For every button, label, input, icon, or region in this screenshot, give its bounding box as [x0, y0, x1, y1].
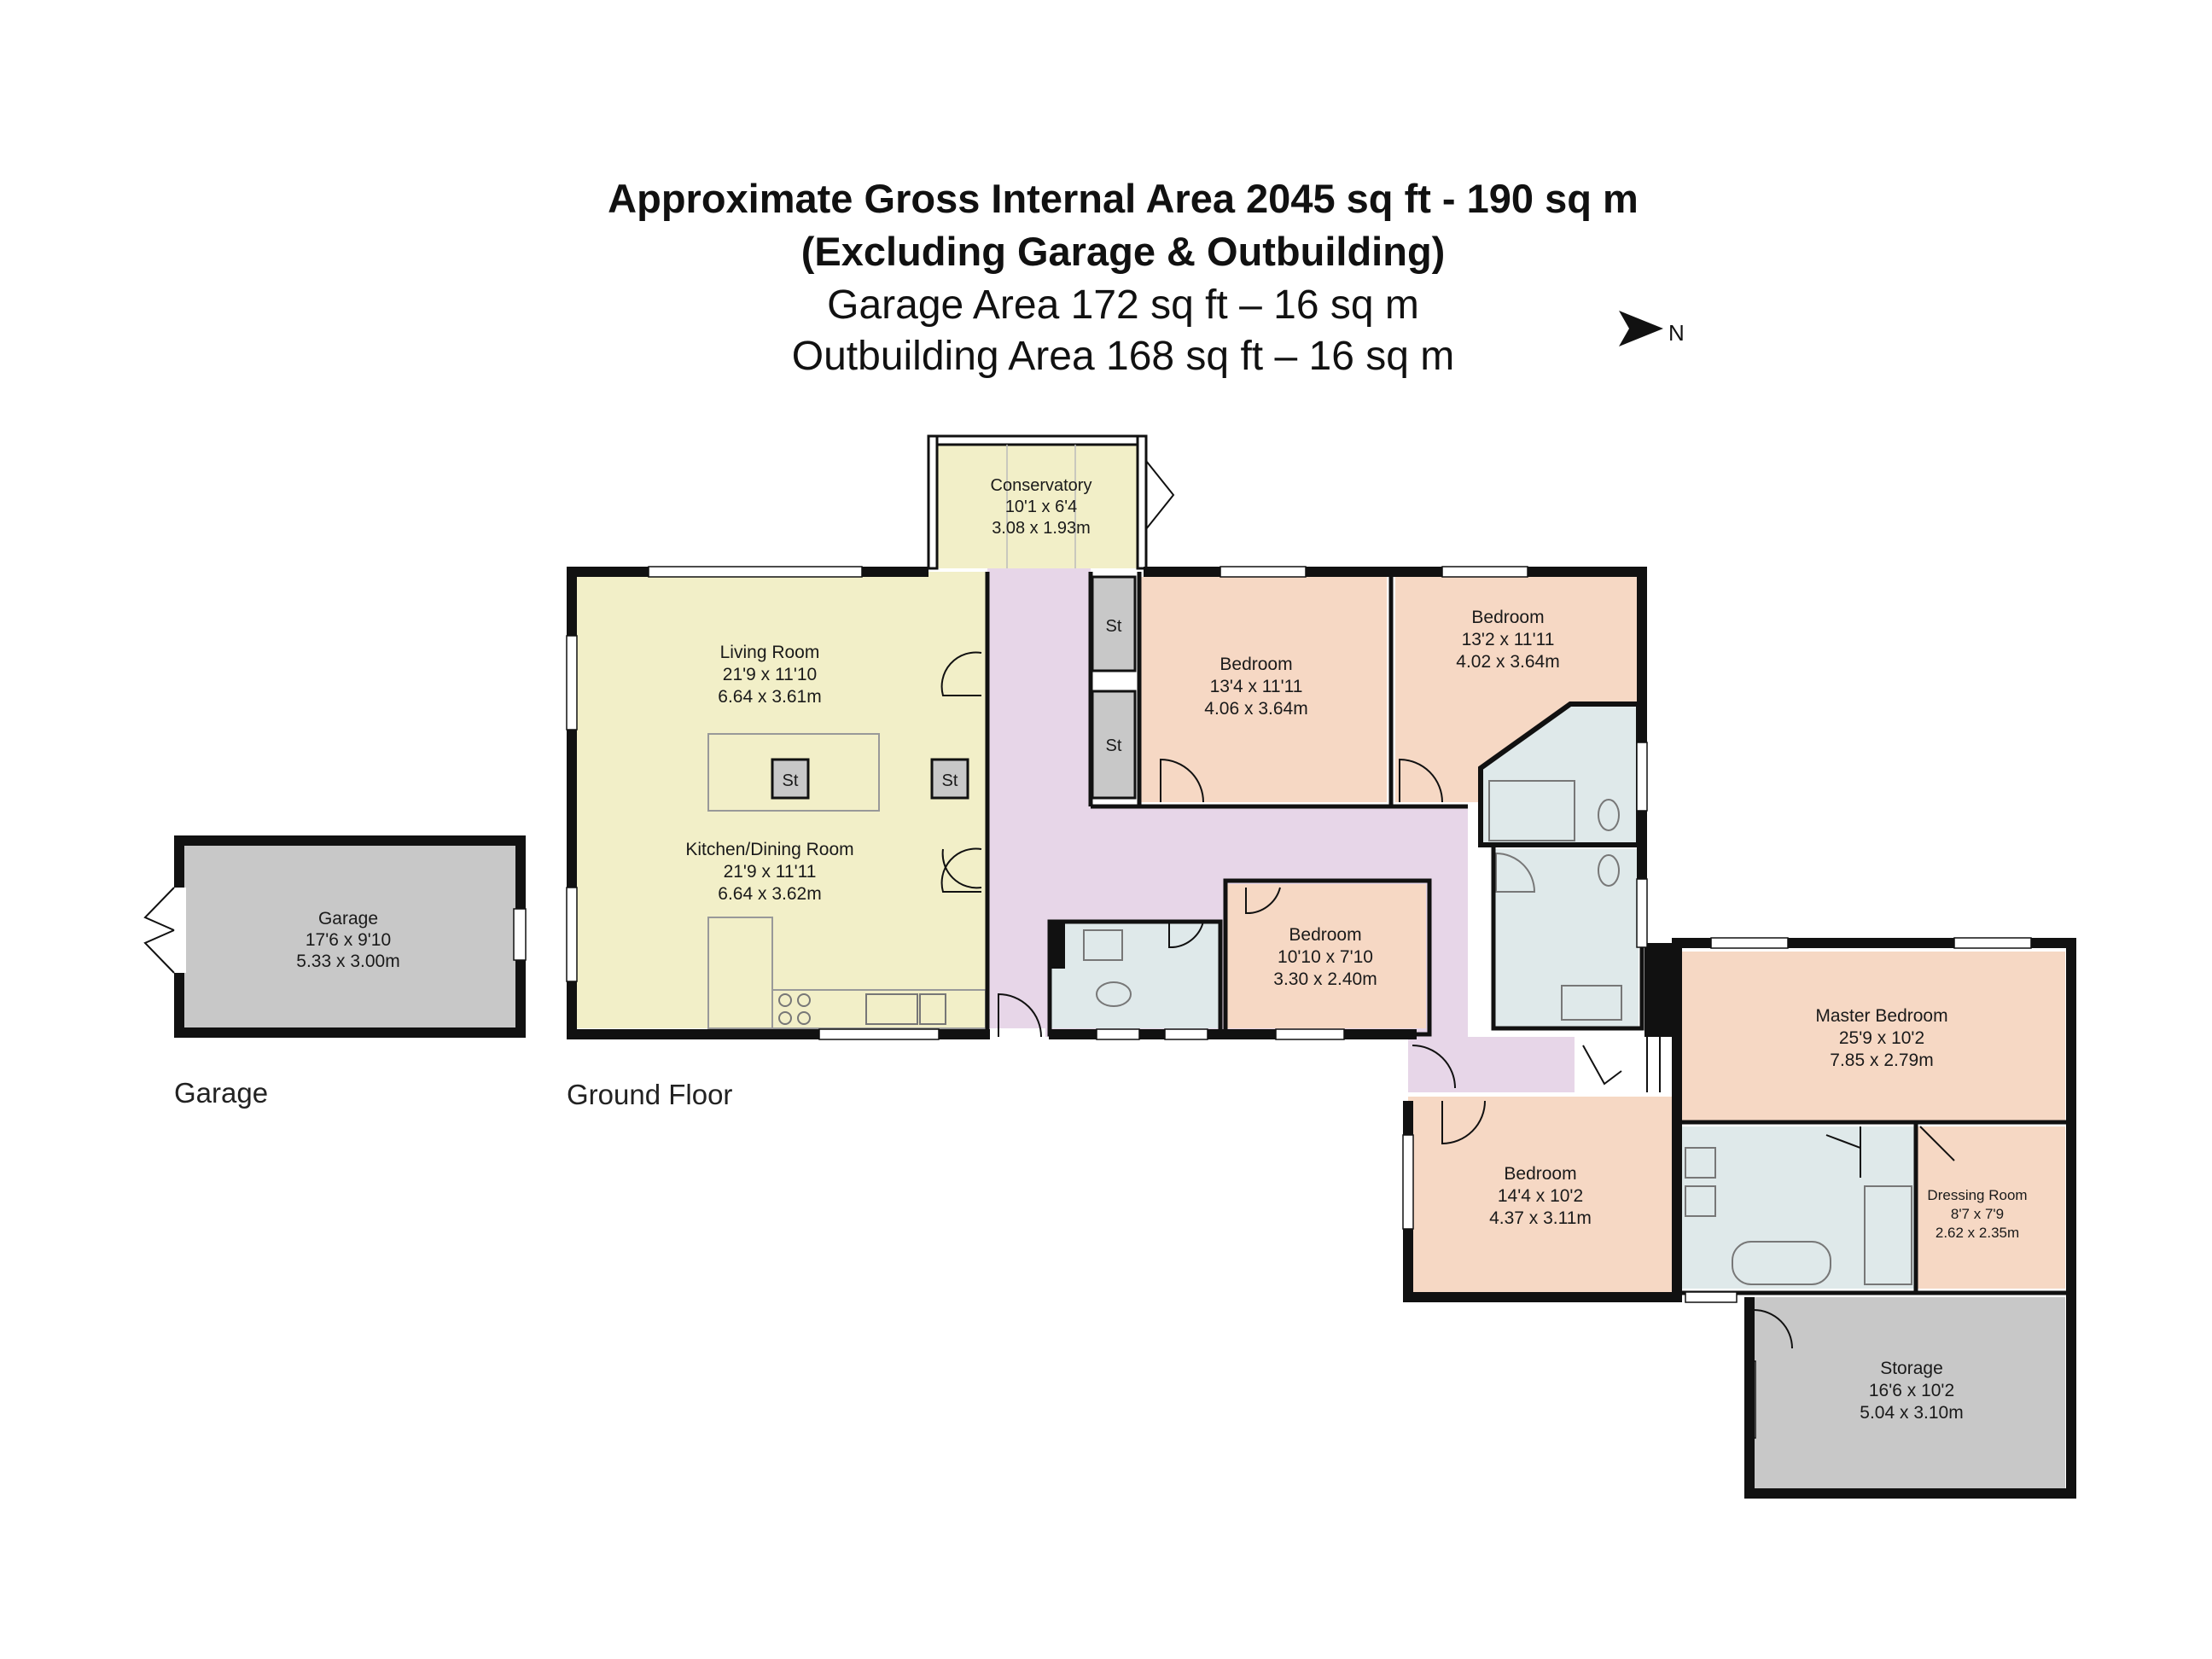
room-name: Bedroom [1220, 655, 1292, 674]
room-size-metric: 4.02 x 3.64m [1456, 652, 1559, 672]
room-size-metric: 4.37 x 3.11m [1489, 1208, 1592, 1228]
room-size-metric: 3.30 x 2.40m [1273, 969, 1377, 989]
bedroom-1-area [1139, 577, 1387, 803]
bedroom-4-area [1408, 1097, 1673, 1293]
north-label: N [1668, 320, 1685, 346]
garage-floor-label: Garage [174, 1077, 269, 1109]
room-label-bedroom-1: Bedroom 13'4 x 11'11 4.06 x 3.64m [1204, 655, 1307, 719]
room-label-master: Master Bedroom 25'9 x 10'2 7.85 x 2.79m [1815, 1006, 1947, 1070]
room-size-metric: 6.64 x 3.61m [718, 687, 821, 707]
room-label-bedroom-2: Bedroom 13'2 x 11'11 4.02 x 3.64m [1456, 608, 1559, 672]
room-name: Bedroom [1471, 608, 1544, 627]
ground-floor-label: Ground Floor [567, 1079, 733, 1110]
room-size-metric: 4.06 x 3.64m [1204, 699, 1307, 719]
room-label-dressing: Dressing Room 8'7 x 7'9 2.62 x 2.35m [1927, 1187, 2027, 1241]
room-size-metric: 3.08 x 1.93m [992, 519, 1091, 538]
wc-room [1050, 921, 1220, 1028]
room-size-metric: 6.64 x 3.62m [718, 884, 821, 904]
north-arrow-icon [1619, 311, 1663, 346]
storage-area [1744, 1297, 2065, 1489]
room-size-metric: 5.33 x 3.00m [296, 952, 399, 971]
room-size-imperial: 8'7 x 7'9 [1951, 1206, 2004, 1222]
room-label-storage: Storage 16'6 x 10'2 5.04 x 3.10m [1860, 1359, 1963, 1423]
area-exclusion-note: (Excluding Garage & Outbuilding) [800, 229, 1446, 274]
room-label-garage: Garage 17'6 x 9'10 5.33 x 3.00m [296, 909, 399, 971]
store-label-hall-2: St [1106, 736, 1122, 755]
room-size-imperial: 16'6 x 10'2 [1869, 1381, 1954, 1400]
room-name: Storage [1880, 1359, 1943, 1378]
windows [566, 566, 2032, 1303]
area-title: Approximate Gross Internal Area 2045 sq … [608, 176, 1639, 221]
room-name: Kitchen/Dining Room [685, 840, 853, 859]
room-size-metric: 7.85 x 2.79m [1830, 1051, 1933, 1070]
room-label-conservatory: Conservatory 10'1 x 6'4 3.08 x 1.93m [991, 476, 1092, 538]
room-size-imperial: 21'9 x 11'10 [723, 665, 817, 684]
room-label-bedroom-3: Bedroom 10'10 x 7'10 3.30 x 2.40m [1273, 925, 1377, 989]
garage-building [143, 835, 527, 1038]
room-name: Bedroom [1504, 1164, 1576, 1184]
room-size-imperial: 13'2 x 11'11 [1462, 630, 1555, 649]
room-size-metric: 2.62 x 2.35m [1936, 1225, 2019, 1241]
room-name: Bedroom [1289, 925, 1361, 945]
master-suite-area [1644, 943, 2065, 1289]
outbuilding-area: Outbuilding Area 168 sq ft – 16 sq m [791, 334, 1455, 379]
room-size-imperial: 13'4 x 11'11 [1210, 677, 1303, 696]
bedroom-3-area [1225, 884, 1426, 1028]
interior-walls [985, 572, 2071, 1295]
room-size-imperial: 21'9 x 11'11 [724, 862, 817, 882]
bedroom-2-area [1395, 577, 1641, 847]
room-size-imperial: 25'9 x 10'2 [1839, 1028, 1924, 1048]
room-name: Garage [318, 909, 378, 928]
store-label-hall-1: St [1106, 617, 1122, 636]
room-name: Dressing Room [1927, 1187, 2027, 1203]
room-size-metric: 5.04 x 3.10m [1860, 1403, 1963, 1423]
room-size-imperial: 10'10 x 7'10 [1278, 947, 1373, 967]
store-label-kitchen-2: St [942, 771, 958, 790]
room-label-kitchen: Kitchen/Dining Room 21'9 x 11'11 6.64 x … [685, 840, 853, 904]
room-label-bedroom-4: Bedroom 14'4 x 10'2 4.37 x 3.11m [1489, 1164, 1592, 1228]
room-name: Living Room [720, 643, 820, 662]
shower-room [1493, 849, 1639, 1028]
room-size-imperial: 10'1 x 6'4 [1005, 498, 1077, 516]
room-size-imperial: 17'6 x 9'10 [306, 930, 391, 950]
room-name: Master Bedroom [1815, 1006, 1947, 1026]
living-kitchen-area [572, 572, 987, 1029]
conservatory-area [927, 434, 1175, 570]
store-label-kitchen-1: St [783, 771, 799, 790]
room-name: Conservatory [991, 476, 1092, 495]
room-label-living: Living Room 21'9 x 11'10 6.64 x 3.61m [718, 643, 821, 707]
garage-area: Garage Area 172 sq ft – 16 sq m [827, 282, 1419, 328]
room-size-imperial: 14'4 x 10'2 [1498, 1186, 1583, 1206]
